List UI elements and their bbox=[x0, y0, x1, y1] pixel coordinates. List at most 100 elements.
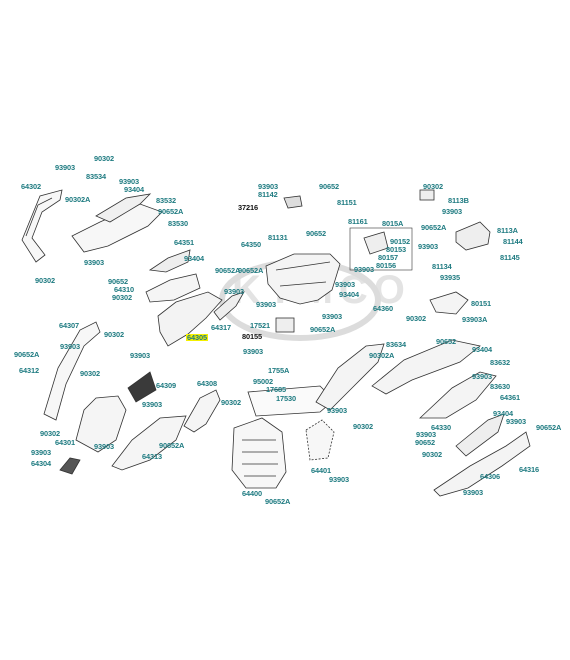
part-64310-piece bbox=[145, 273, 201, 303]
label-64306: 64306 bbox=[480, 472, 501, 481]
label-64350: 64350 bbox=[241, 240, 262, 249]
label-90302: 90302 bbox=[40, 429, 61, 438]
label-80153: 80153 bbox=[386, 245, 407, 254]
label-83630: 83630 bbox=[490, 382, 511, 391]
label-8113B: 8113B bbox=[448, 196, 469, 205]
label-93404: 93404 bbox=[124, 185, 145, 194]
label-64361: 64361 bbox=[500, 393, 521, 402]
label-90302: 90302 bbox=[112, 293, 133, 302]
part-64400-cover bbox=[231, 417, 287, 489]
label-64400: 64400 bbox=[242, 489, 263, 498]
label-64351: 64351 bbox=[174, 238, 195, 247]
label-93903: 93903 bbox=[329, 475, 350, 484]
part-64400-ribs bbox=[242, 439, 278, 477]
label-90652A: 90652A bbox=[310, 325, 336, 334]
label-81142: 81142 bbox=[258, 190, 278, 199]
part-64316-panel bbox=[433, 431, 531, 497]
part-64401-cover bbox=[305, 419, 335, 461]
label-90652: 90652 bbox=[306, 229, 327, 238]
label-93903: 93903 bbox=[60, 342, 81, 351]
label-93935: 93935 bbox=[440, 273, 461, 282]
label-93404: 93404 bbox=[493, 409, 514, 418]
label-90652A: 90652A bbox=[265, 497, 291, 506]
label-93903: 93903 bbox=[224, 287, 245, 296]
part-64309-grill bbox=[127, 371, 157, 403]
label-8113A: 8113A bbox=[497, 226, 518, 235]
label-1755A: 1755A bbox=[268, 366, 290, 375]
label-93903A: 93903A bbox=[462, 315, 488, 324]
part-8015A-frame bbox=[349, 227, 413, 271]
part-64313-panel bbox=[111, 415, 187, 471]
label-90652: 90652 bbox=[415, 438, 436, 447]
label-93903: 93903 bbox=[418, 242, 439, 251]
label-83530: 83530 bbox=[168, 219, 189, 228]
label-90302: 90302 bbox=[422, 450, 443, 459]
label-80156: 80156 bbox=[376, 261, 397, 270]
label-90302A: 90302A bbox=[369, 351, 395, 360]
label-64308: 64308 bbox=[197, 379, 218, 388]
label-93903: 93903 bbox=[256, 300, 277, 309]
label-93903: 93903 bbox=[463, 488, 484, 497]
label-93903: 93903 bbox=[130, 351, 151, 360]
label-93903: 93903 bbox=[327, 406, 348, 415]
part-64304-part bbox=[59, 457, 81, 475]
label-93404: 93404 bbox=[339, 290, 360, 299]
label-64330: 64330 bbox=[431, 423, 452, 432]
label-93903: 93903 bbox=[506, 417, 527, 426]
label-80151: 80151 bbox=[471, 299, 492, 308]
label-8015A: 8015A bbox=[382, 219, 404, 228]
label-64360: 64360 bbox=[373, 304, 394, 313]
label-93903: 93903 bbox=[442, 207, 463, 216]
label-64304: 64304 bbox=[31, 459, 52, 468]
label-90152: 90152 bbox=[390, 237, 411, 246]
label-81144: 81144 bbox=[503, 237, 523, 246]
part-64308-panel bbox=[183, 389, 221, 433]
label-83632: 83632 bbox=[490, 358, 511, 367]
part-64351-strip bbox=[148, 249, 191, 273]
label-64301: 64301 bbox=[55, 438, 76, 447]
label-90652A: 90652A bbox=[158, 207, 184, 216]
label-93903: 93903 bbox=[472, 372, 493, 381]
label-90652A: 90652A bbox=[238, 266, 264, 275]
label-93903: 93903 bbox=[335, 280, 356, 289]
part-64317-strip bbox=[213, 291, 245, 321]
part-64305-panel bbox=[157, 291, 223, 347]
label-64307: 64307 bbox=[59, 321, 80, 330]
label-90302: 90302 bbox=[423, 182, 444, 191]
label-90652: 90652 bbox=[108, 277, 129, 286]
label-90302: 90302 bbox=[104, 330, 125, 339]
label-90302: 90302 bbox=[406, 314, 427, 323]
label-64317: 64317 bbox=[211, 323, 232, 332]
label-93903: 93903 bbox=[416, 430, 437, 439]
label-90652: 90652 bbox=[319, 182, 340, 191]
part-83630-panel bbox=[418, 371, 497, 419]
label-93903: 93903 bbox=[354, 265, 375, 274]
label-64309: 64309 bbox=[156, 381, 177, 390]
part-64302-inner bbox=[25, 197, 53, 237]
label-90302: 90302 bbox=[80, 369, 101, 378]
part-83532-panel bbox=[95, 193, 152, 223]
label-64302: 64302 bbox=[21, 182, 42, 191]
part-81142-bracket bbox=[283, 195, 303, 209]
label-93903: 93903 bbox=[243, 347, 264, 356]
label-64401: 64401 bbox=[311, 466, 332, 475]
part-64303-panel bbox=[315, 343, 385, 411]
label-93903: 93903 bbox=[31, 448, 52, 457]
part-64302-cover bbox=[21, 189, 63, 263]
label-64305-highlighted: 64305 bbox=[186, 333, 209, 342]
label-80155: 80155 bbox=[242, 332, 263, 341]
part-64330-panel bbox=[455, 413, 505, 457]
label-90302: 93903 bbox=[94, 442, 115, 451]
label-64310: 64310 bbox=[114, 285, 135, 294]
label-95002: 95002 bbox=[253, 377, 274, 386]
label-17521: 17521 bbox=[250, 321, 271, 330]
label-90302: 90302 bbox=[221, 398, 242, 407]
part-81131-body bbox=[265, 253, 341, 305]
label-93404: 93404 bbox=[472, 345, 493, 354]
label-90302: 90302 bbox=[94, 154, 115, 163]
label-93903: 93903 bbox=[84, 258, 105, 267]
part-81131-detail bbox=[275, 261, 331, 287]
label-64316: 64316 bbox=[519, 465, 540, 474]
label-80157: 80157 bbox=[378, 253, 399, 262]
